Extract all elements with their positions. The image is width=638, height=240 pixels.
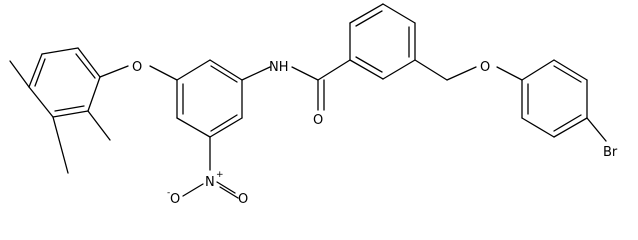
atom-o-carbonyl: O — [313, 113, 323, 128]
bond-nh-carbonyl — [291, 66, 319, 81]
bond-ring-o1 — [99, 65, 129, 78]
atom-o-nitro-right: O — [238, 192, 248, 207]
atom-o-nitro-left: O — [170, 192, 180, 207]
bond-carbonyl-ring — [317, 59, 351, 81]
atom-o-ether-right: O — [480, 60, 490, 75]
bond-o1-ring — [149, 65, 178, 81]
ring-benzoyl — [349, 3, 416, 80]
bonds — [9, 3, 607, 199]
atom-o-ether-left: O — [132, 60, 142, 75]
ring-trimethylphenyl — [28, 47, 101, 118]
ring-nitrophenyl — [176, 59, 243, 138]
atom-labels: O NH O N + O - O O Br — [132, 60, 618, 207]
ring-bromophenyl — [521, 59, 588, 138]
atom-br: Br — [603, 145, 618, 160]
bond-o2-ring — [496, 66, 523, 81]
bond-ring-nh — [241, 66, 271, 81]
bond-ch2-o2 — [446, 66, 477, 81]
atom-nh: NH — [269, 60, 289, 75]
methyl-groups — [9, 60, 111, 174]
charge-minus: - — [167, 188, 170, 198]
charge-plus: + — [216, 170, 224, 180]
bond-nitro-o-right-b — [219, 186, 239, 199]
structure-diagram: O NH O N + O - O O Br — [9, 3, 618, 207]
bond-nitro-o-left — [182, 183, 204, 197]
atom-n-nitro: N — [205, 175, 215, 190]
bond-ring-br — [586, 117, 607, 142]
bond-ring-ch2 — [414, 59, 448, 81]
bond-nitro-o-right-a — [216, 181, 236, 194]
